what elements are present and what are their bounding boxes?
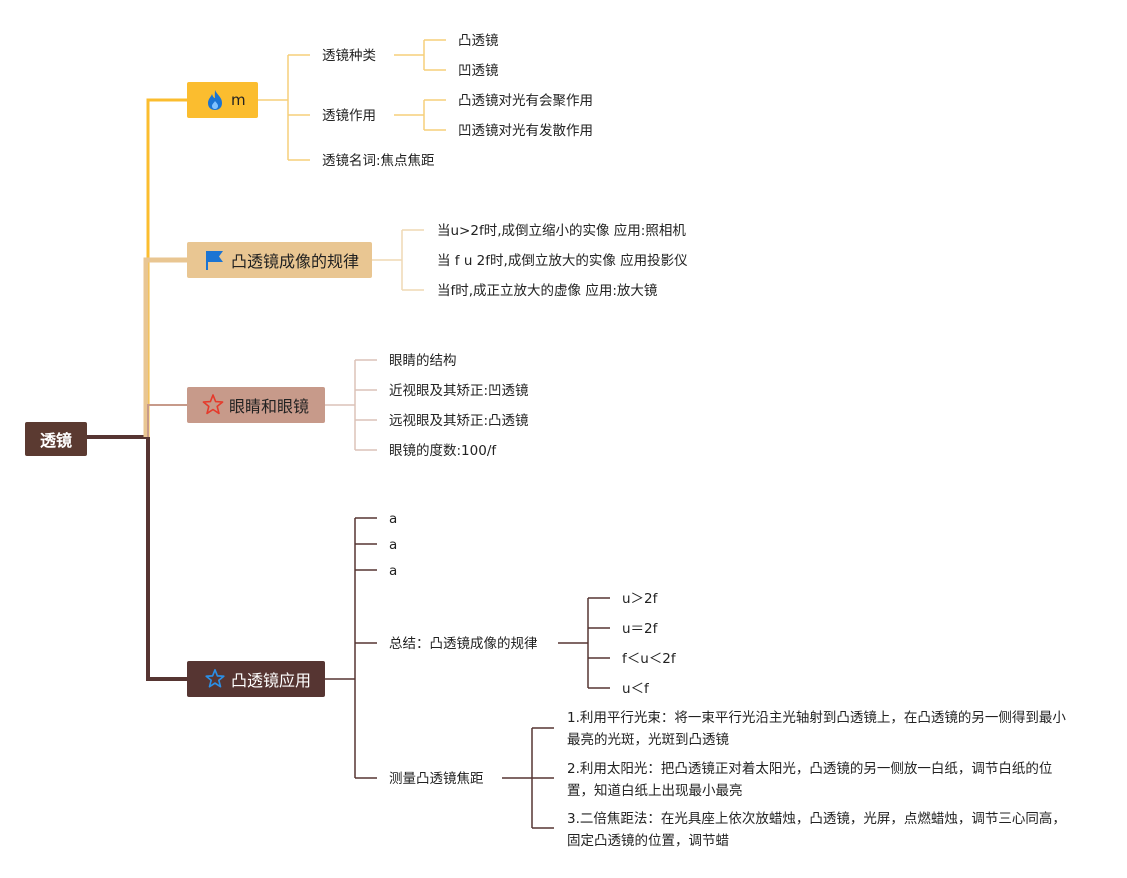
node-method-1[interactable]: 1.利用平行光束：将一束平行光沿主光轴射到凸透镜上，在凸透镜的另一侧得到最小最亮… xyxy=(567,710,1066,748)
node-summary-2[interactable]: u＝2f xyxy=(622,621,658,637)
node-concave-diverge[interactable]: 凹透镜对光有发散作用 xyxy=(458,123,593,139)
node-rule-1[interactable]: 当u>2f时,成倒立缩小的实像 应用:照相机 xyxy=(437,223,686,239)
fire-icon xyxy=(203,88,227,112)
branch-2-connector xyxy=(143,257,187,437)
node-eye-structure[interactable]: 眼睛的结构 xyxy=(389,353,457,369)
node-glasses-power[interactable]: 眼镜的度数:100/f xyxy=(389,443,497,459)
node-convex-converge[interactable]: 凸透镜对光有会聚作用 xyxy=(458,93,593,109)
node-lens-types[interactable]: 透镜种类 xyxy=(322,48,376,64)
node-rule-3[interactable]: 当f时,成正立放大的虚像 应用:放大镜 xyxy=(437,283,658,299)
branch-eyes-glasses-label: 眼睛和眼镜 xyxy=(229,397,310,416)
branch-1-connector xyxy=(146,98,187,437)
node-summary-3[interactable]: f＜u＜2f xyxy=(622,651,676,667)
node-a-2[interactable]: a xyxy=(389,537,398,553)
branch-eyes-glasses[interactable]: 眼睛和眼镜 xyxy=(187,387,325,423)
branch-4-connector xyxy=(146,437,187,681)
node-myopia[interactable]: 近视眼及其矫正:凹透镜 xyxy=(389,383,529,399)
flag-icon xyxy=(203,248,227,272)
root-node[interactable]: 透镜 xyxy=(25,422,87,456)
branch-m-label: m xyxy=(231,91,246,109)
node-measure-focal[interactable]: 测量凸透镜焦距 xyxy=(389,771,484,787)
branch-3-connector xyxy=(147,404,187,437)
root-label: 透镜 xyxy=(39,431,72,450)
node-method-2[interactable]: 2.利用太阳光：把凸透镜正对着太阳光，凸透镜的另一侧放一白纸，调节白纸的位置，知… xyxy=(567,761,1053,799)
node-hyperopia[interactable]: 远视眼及其矫正:凸透镜 xyxy=(389,413,529,429)
branch-imaging-rules-label: 凸透镜成像的规律 xyxy=(231,252,360,271)
branch-4-child-lines xyxy=(325,517,610,829)
node-a-3[interactable]: a xyxy=(389,563,398,579)
node-convex-lens[interactable]: 凸透镜 xyxy=(458,33,499,49)
branch-convex-applications-label: 凸透镜应用 xyxy=(231,671,312,690)
node-method-3[interactable]: 3.二倍焦距法：在光具座上依次放蜡烛，凸透镜，光屏，点燃蜡烛，调节三心同高，固定… xyxy=(567,811,1066,849)
branch-convex-applications[interactable]: 凸透镜应用 xyxy=(187,661,325,697)
branch-m[interactable]: m xyxy=(187,82,258,118)
node-summary[interactable]: 总结：凸透镜成像的规律 xyxy=(389,636,538,652)
star-blue-icon xyxy=(203,667,227,691)
node-summary-4[interactable]: u＜f xyxy=(622,681,649,697)
branch-3-child-lines xyxy=(325,359,377,451)
node-concave-lens[interactable]: 凹透镜 xyxy=(458,63,499,79)
node-lens-terms[interactable]: 透镜名词:焦点焦距 xyxy=(322,153,435,169)
node-a-1[interactable]: a xyxy=(389,511,398,527)
branch-1-child-lines xyxy=(258,39,446,161)
branch-2-child-lines xyxy=(372,229,424,291)
node-lens-function[interactable]: 透镜作用 xyxy=(322,108,376,124)
branch-imaging-rules[interactable]: 凸透镜成像的规律 xyxy=(187,242,372,278)
node-summary-1[interactable]: u＞2f xyxy=(622,591,658,607)
node-rule-2[interactable]: 当 f u 2f时,成倒立放大的实像 应用投影仪 xyxy=(437,253,688,269)
star-outline-icon xyxy=(201,393,225,417)
